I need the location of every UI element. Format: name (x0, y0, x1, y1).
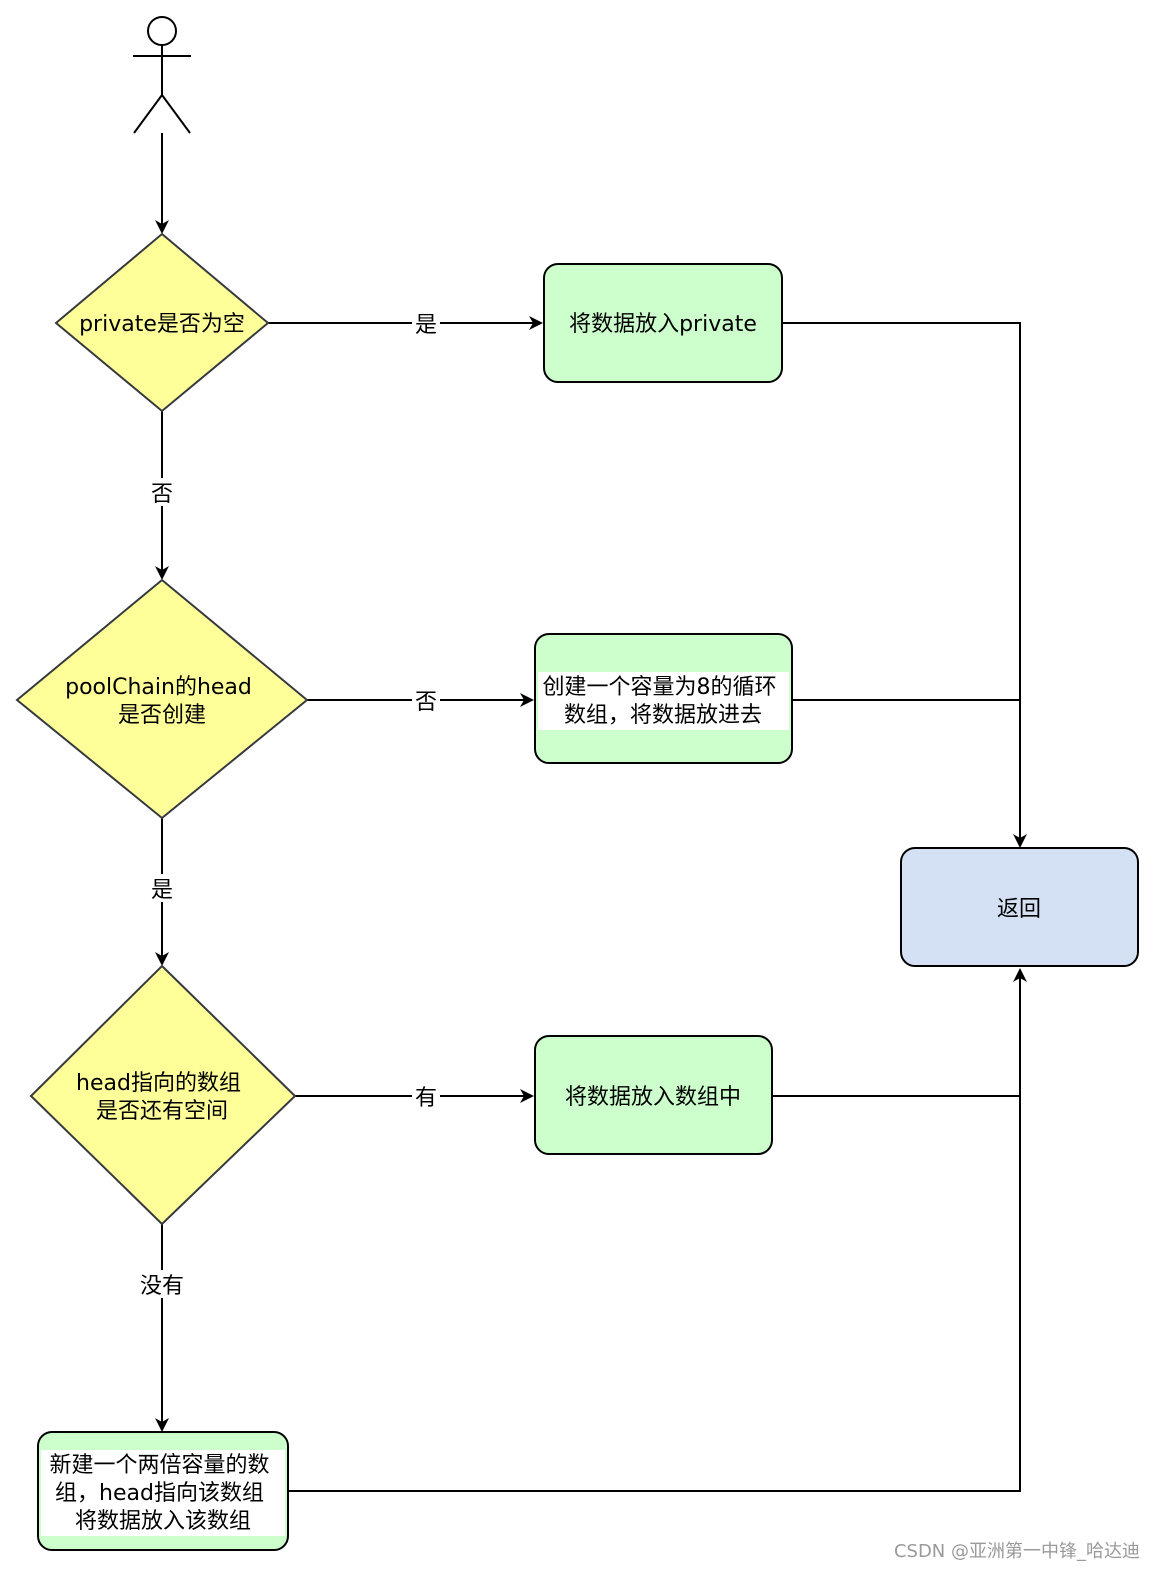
svg-text:新建一个两倍容量的数 组，head指向该数组: 新建一个两倍容量的数 组，head指向该数组 将数据放入该数组 (49, 1453, 276, 1534)
edge-label-private-no: 否 (148, 478, 176, 507)
process-label-line: 将数据放入private (569, 312, 757, 337)
decision-label-line: private是否为空 (79, 312, 245, 337)
decision-private-empty: private是否为空 (54, 232, 270, 413)
process-label-line: 将数据放入数组中 (565, 1085, 741, 1110)
edge-private-to-return (782, 322, 1027, 848)
process-return: 返回 (900, 847, 1139, 967)
process-label-line: 创建一个容量为8的循环 (543, 675, 777, 700)
svg-text:否: 否 (415, 690, 437, 715)
svg-text:poolChain的head 是否创建: poolChain的head 是否创建 (65, 675, 259, 728)
svg-text:是: 是 (151, 878, 173, 903)
process-label-line: 组，head指向该数组 (55, 1481, 264, 1506)
svg-text:有: 有 (415, 1086, 437, 1111)
process-create-ring-array: 创建一个容量为8的循环 数组，将数据放进去 (534, 633, 793, 764)
svg-text:head指向的数组 是否还有空间: head指向的数组 是否还有空间 (76, 1071, 248, 1124)
decision-label-line: 是否创建 (118, 703, 206, 728)
svg-text:将数据放入数组中: 将数据放入数组中 (565, 1085, 741, 1110)
process-put-private: 将数据放入private (543, 263, 783, 383)
process-label-line: 返回 (997, 897, 1041, 922)
watermark-text: CSDN @亚洲第一中锋_哈达迪 (894, 1541, 1140, 1562)
svg-text:没有: 没有 (140, 1274, 184, 1299)
edge-label-space-yes: 有 (412, 1082, 440, 1111)
edge-label-head-no: 否 (412, 686, 440, 715)
decision-label-line: head指向的数组 (76, 1071, 241, 1096)
decision-head-has-space: head指向的数组 是否还有空间 (29, 964, 297, 1226)
decision-label-line: 是否还有空间 (96, 1099, 228, 1124)
svg-text:返回: 返回 (997, 897, 1041, 922)
process-label-line: 新建一个两倍容量的数 (49, 1453, 269, 1478)
process-new-double-array: 新建一个两倍容量的数 组，head指向该数组 将数据放入该数组 (37, 1431, 289, 1551)
svg-text:创建一个容量为8的循环 数组，将数据放进去: 创建一个容量为8的循环 数组，将数据放进去 (543, 675, 784, 728)
edge-label-head-yes: 是 (148, 874, 176, 903)
edge-label-private-yes: 是 (412, 309, 440, 338)
svg-text:将数据放入private: 将数据放入private (569, 312, 757, 337)
actor-stick-figure-icon (133, 16, 191, 134)
edge-new-to-return (288, 968, 1027, 1492)
svg-text:是: 是 (415, 313, 437, 338)
decision-head-created: poolChain的head 是否创建 (15, 578, 309, 820)
process-label-line: 数组，将数据放进去 (564, 703, 762, 728)
edge-label-space-no: 没有 (136, 1270, 188, 1299)
process-put-array: 将数据放入数组中 (534, 1035, 773, 1155)
decision-label-line: poolChain的head (65, 675, 252, 700)
process-label-line: 将数据放入该数组 (75, 1509, 251, 1534)
svg-text:private是否为空: private是否为空 (79, 312, 245, 337)
svg-text:否: 否 (151, 482, 173, 507)
